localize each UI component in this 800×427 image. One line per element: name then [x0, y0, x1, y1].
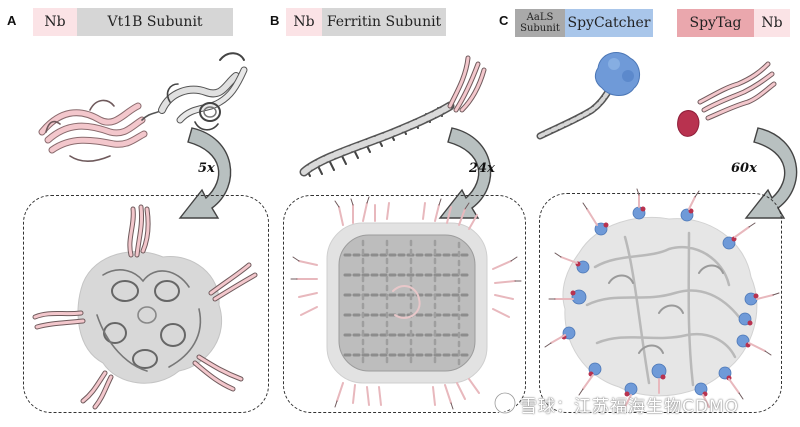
panel-c-nb-box: Nb [754, 9, 790, 37]
panel-b-monomer-structure [299, 55, 487, 177]
panel-c-aals-box: AaLS Subunit [515, 9, 565, 37]
panel-a-monomer-structure [38, 52, 248, 163]
panel-c-aals-cage-structure [544, 188, 780, 408]
panel-b-assembly-frame [283, 195, 526, 413]
panel-c-letter: C [499, 13, 509, 28]
panel-a-subunit-box: Vt1B Subunit [77, 8, 233, 36]
panel-c-aals-spycatcher-structure [536, 52, 640, 140]
panel-a-assembly-frame [23, 195, 269, 413]
aals-line-1: AaLS [526, 12, 554, 23]
panel-b-subunit-box: Ferritin Subunit [322, 8, 446, 36]
panel-b-nb-box: Nb [286, 8, 322, 36]
panel-a-pentamer-structure [32, 204, 258, 410]
panel-c-assembly-frame [539, 193, 782, 413]
panel-c-multiplier: 60x [731, 161, 757, 176]
panel-c-spycatcher-box: SpyCatcher [565, 9, 653, 37]
snowball-logo-icon [493, 391, 517, 415]
panel-c-spytag-box: SpyTag [677, 9, 754, 37]
panel-b-multiplier: 24x [469, 161, 495, 176]
panel-b-ferritin-cage-structure [290, 196, 522, 410]
panel-a-multiplier: 5x [198, 161, 215, 176]
watermark-text: 雪球：江苏福海生物CDMO [520, 397, 740, 417]
panel-c-spytag-nb-structure [677, 61, 777, 137]
panel-a-nb-box: Nb [33, 8, 77, 36]
panel-b-letter: B [270, 13, 280, 28]
panel-a-letter: A [7, 13, 17, 28]
aals-line-2: Subunit [520, 23, 560, 34]
